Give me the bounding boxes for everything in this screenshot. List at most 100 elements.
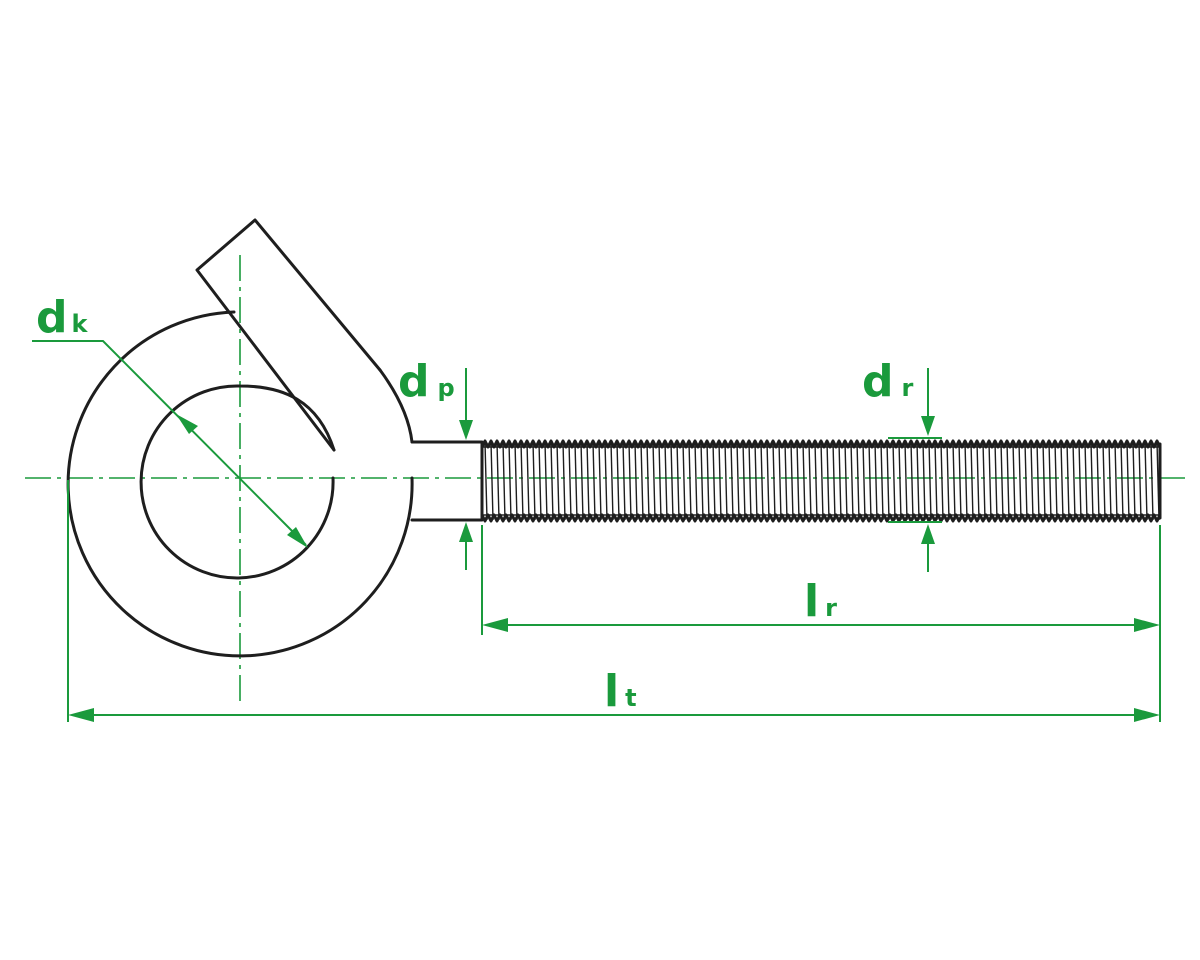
dp-label-sub: p [438, 374, 455, 402]
thread-line [934, 441, 938, 521]
lr-arrowhead-right [1134, 618, 1160, 632]
thread-line [946, 441, 950, 521]
threaded-rod [480, 439, 1162, 523]
thread-line [952, 441, 956, 521]
thread-line [796, 441, 800, 521]
thread-line [988, 441, 992, 521]
shank [410, 440, 484, 522]
thread-line [832, 441, 836, 521]
lt-label-sub: t [625, 684, 636, 712]
thread-line [730, 441, 734, 521]
thread-line [688, 441, 692, 521]
thread-line [814, 441, 818, 521]
lt-label-main: l [604, 666, 619, 717]
lt-dimension [67, 480, 1160, 722]
thread-line [1018, 441, 1022, 521]
thread-line [880, 441, 884, 521]
thread-line [898, 441, 902, 521]
thread-line [628, 441, 632, 521]
thread-line [976, 441, 980, 521]
thread-line [784, 441, 788, 521]
thread-line [1132, 441, 1136, 521]
thread-line [1138, 441, 1142, 521]
thread-line [754, 441, 758, 521]
thread-line [1072, 441, 1076, 521]
eye-outer-shoulder [378, 368, 414, 444]
thread-line [670, 441, 674, 521]
thread-line [928, 441, 932, 521]
dp-arrowhead-top [459, 420, 473, 440]
eye-tip [195, 218, 382, 452]
thread-line [994, 441, 998, 521]
thread-line [616, 441, 620, 521]
thread-line [982, 441, 986, 521]
thread-line [646, 441, 650, 521]
thread-line [862, 441, 866, 521]
thread-line [526, 441, 530, 521]
thread-line [844, 441, 848, 521]
thread-line [808, 441, 812, 521]
dr-label-main: d [862, 356, 894, 407]
thread-crest-top [480, 439, 1162, 449]
dp-label-main: d [398, 356, 430, 407]
lr-label-sub: r [825, 594, 837, 622]
thread-line [658, 441, 662, 521]
thread-line [682, 441, 686, 521]
thread-line [622, 441, 626, 521]
eye-ring [66, 218, 414, 658]
eye-outer-contour [66, 310, 414, 658]
thread-line [568, 441, 572, 521]
thread-line [556, 441, 560, 521]
thread-line [562, 441, 566, 521]
thread-line [550, 441, 554, 521]
thread-line [592, 441, 596, 521]
thread-line [820, 441, 824, 521]
thread-line [790, 441, 794, 521]
thread-line [1042, 441, 1046, 521]
thread-line [802, 441, 806, 521]
thread-line [964, 441, 968, 521]
thread-line [508, 441, 512, 521]
thread-line [748, 441, 752, 521]
thread-line [742, 441, 746, 521]
thread-line [520, 441, 524, 521]
thread-line [604, 441, 608, 521]
thread-line [1012, 441, 1016, 521]
thread-line [706, 441, 710, 521]
dk-leader-line [32, 340, 307, 546]
thread-line [538, 441, 542, 521]
thread-line [868, 441, 872, 521]
thread-line [502, 441, 506, 521]
thread-line [874, 441, 878, 521]
thread-line [496, 441, 500, 521]
thread-hatching [484, 441, 1160, 521]
thread-line [838, 441, 842, 521]
thread-line [1150, 441, 1154, 521]
thread-line [1084, 441, 1088, 521]
thread-line [766, 441, 770, 521]
thread-line [1006, 441, 1010, 521]
thread-line [1096, 441, 1100, 521]
thread-line [586, 441, 590, 521]
thread-line [664, 441, 668, 521]
thread-line [922, 441, 926, 521]
dp-dimension [459, 368, 473, 570]
dr-dimension [888, 368, 942, 572]
thread-line [1078, 441, 1082, 521]
thread-line [778, 441, 782, 521]
thread-line [1054, 441, 1058, 521]
thread-line [640, 441, 644, 521]
thread-line [718, 441, 722, 521]
thread-line [850, 441, 854, 521]
dk-arrowhead-inner [176, 414, 198, 434]
lr-label-main: l [804, 576, 819, 627]
thread-line [610, 441, 614, 521]
thread-line [724, 441, 728, 521]
thread-line [598, 441, 602, 521]
thread-line [904, 441, 908, 521]
thread-line [1066, 441, 1070, 521]
